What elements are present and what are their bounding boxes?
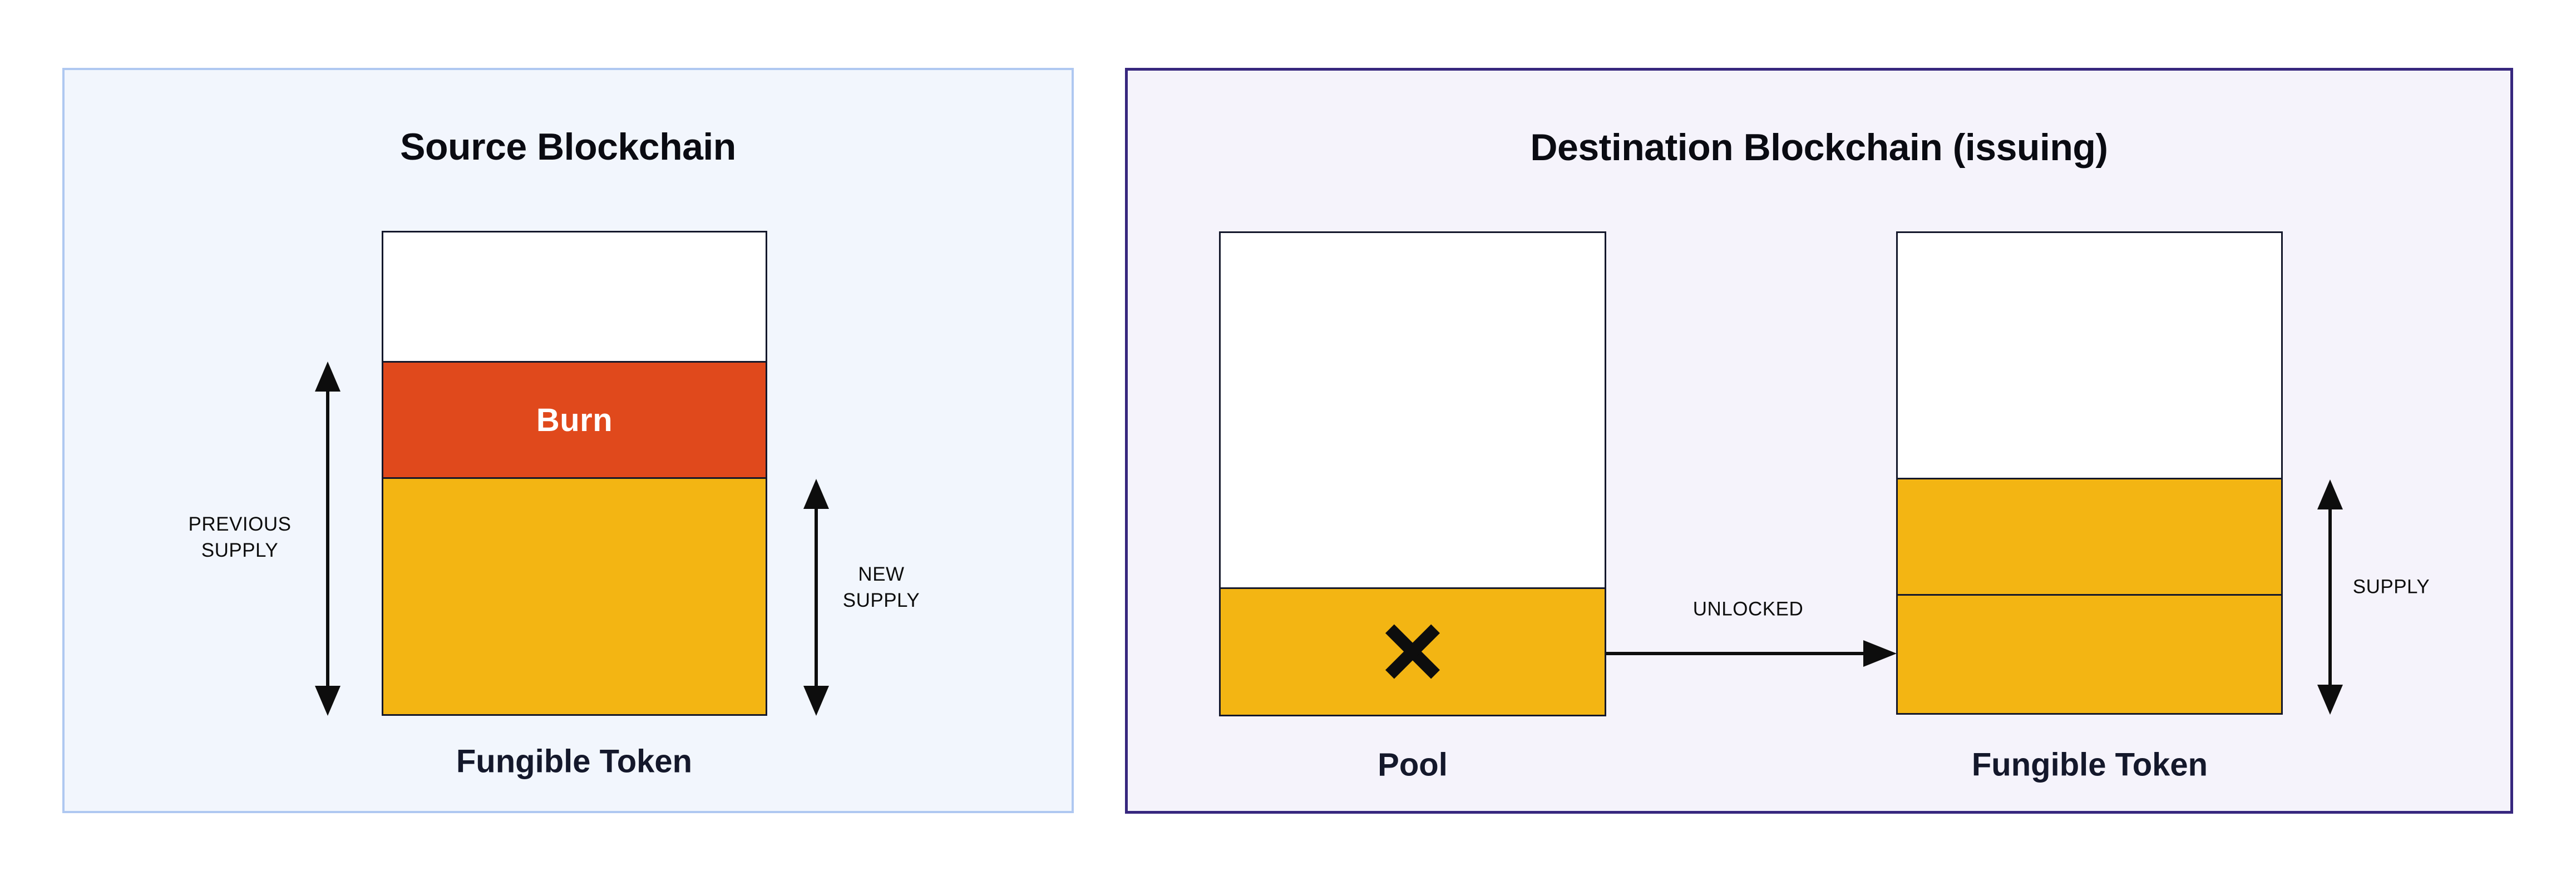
- new-supply-label: NEW SUPPLY: [842, 563, 920, 611]
- source-empty-segment: [383, 232, 766, 363]
- destination-lower-supply-segment: [1898, 596, 2281, 713]
- destination-token-label: Fungible Token: [1971, 746, 2208, 783]
- source-blockchain-panel: Source Blockchain Burn PREVIOUS SUPPLY: [62, 68, 1074, 813]
- source-panel-title: Source Blockchain: [400, 126, 736, 168]
- burn-label: Burn: [536, 402, 613, 438]
- previous-supply-arrow-icon: [305, 362, 350, 716]
- destination-empty-segment: [1898, 233, 2281, 479]
- destination-token-box: [1896, 231, 2283, 715]
- pool-empty-segment: [1221, 233, 1605, 589]
- source-remaining-supply-segment: [383, 479, 766, 714]
- previous-supply-label: PREVIOUS SUPPLY: [188, 513, 292, 561]
- supply-arrow-icon: [2308, 479, 2352, 715]
- source-token-box: Burn: [382, 231, 767, 716]
- destination-upper-supply-segment: [1898, 479, 2281, 596]
- unlocked-arrow-icon: [1606, 631, 1897, 676]
- source-token-label: Fungible Token: [456, 743, 693, 780]
- supply-label: SUPPLY: [2352, 576, 2430, 598]
- pool-label: Pool: [1378, 746, 1448, 783]
- new-supply-arrow-icon: [794, 479, 838, 716]
- destination-panel-title: Destination Blockchain (issuing): [1530, 126, 2108, 169]
- destination-blockchain-panel: Destination Blockchain (issuing) Pool UN…: [1125, 68, 2513, 814]
- x-icon: [1381, 621, 1444, 686]
- source-burn-segment: Burn: [383, 362, 766, 479]
- unlocked-label: UNLOCKED: [1692, 598, 1804, 620]
